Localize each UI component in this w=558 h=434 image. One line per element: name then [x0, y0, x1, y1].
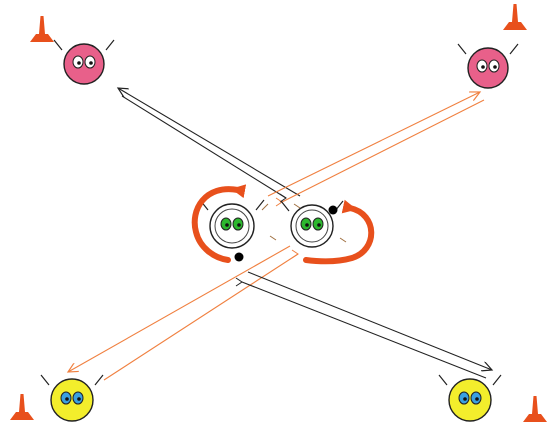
player-eyes-icon — [72, 55, 96, 69]
player-inner-ring — [295, 209, 329, 243]
player-yellow-bottom-left — [40, 374, 104, 422]
turn-arrow-left — [191, 184, 247, 263]
pass-start-mark — [279, 193, 287, 203]
cone-top-right — [503, 4, 527, 30]
pass-line — [267, 92, 480, 197]
pass-line — [68, 245, 291, 372]
cone-icon — [39, 16, 45, 34]
player-yellow-bottom-right — [438, 374, 502, 422]
pass-line — [247, 271, 492, 370]
player-white-center-right — [280, 200, 344, 248]
ball-center-top — [328, 205, 338, 215]
player-body — [467, 47, 509, 89]
pass-start-mark — [291, 249, 299, 259]
ball-center-bottom — [234, 252, 244, 262]
ball-icon — [328, 205, 338, 215]
cone-icon — [512, 4, 518, 22]
pass-line — [281, 99, 485, 203]
player-body — [448, 378, 492, 422]
player-body — [50, 378, 94, 422]
player-pink-top-right — [457, 43, 519, 89]
pass-line — [241, 281, 487, 379]
pass-start-mark — [235, 277, 243, 287]
pass-path-orange-bottom-left — [68, 245, 299, 381]
cone-icon — [19, 394, 25, 412]
cone-base — [523, 414, 547, 422]
motion-mark — [293, 203, 301, 209]
player-eyes-icon — [60, 391, 84, 405]
player-body — [290, 204, 334, 248]
player-eyes-icon — [458, 391, 482, 405]
cone-base — [30, 34, 54, 42]
pass-line — [121, 95, 287, 199]
player-inner-ring — [214, 208, 250, 244]
turn-arrow-icon — [303, 199, 375, 265]
motion-mark — [269, 235, 277, 241]
player-body — [63, 43, 105, 85]
player-body — [209, 203, 255, 249]
player-arms — [40, 374, 104, 386]
player-arms — [53, 39, 115, 51]
pass-line — [103, 253, 299, 381]
cone-base — [10, 412, 34, 420]
cone-bottom-left — [10, 394, 34, 420]
motion-mark — [261, 203, 269, 211]
ball-icon — [234, 252, 244, 262]
player-pink-top-left — [53, 39, 115, 85]
player-arms — [438, 374, 502, 386]
pass-path-black-top-left — [118, 88, 301, 203]
player-arms — [457, 43, 519, 55]
motion-marks — [261, 203, 347, 243]
player-eyes-icon — [300, 217, 324, 231]
cone-icon — [532, 396, 538, 414]
player-eyes-icon — [220, 217, 244, 231]
turn-arrow-icon — [191, 184, 247, 263]
turn-arrow-right — [303, 199, 375, 265]
pass-line — [118, 88, 301, 197]
pass-path-black-bottom-right — [235, 271, 492, 379]
player-eyes-icon — [476, 59, 500, 73]
cone-bottom-right — [523, 396, 547, 422]
cone-base — [503, 22, 527, 30]
motion-mark — [339, 237, 347, 243]
cone-top-left — [30, 16, 54, 42]
player-white-center-left — [199, 199, 265, 249]
